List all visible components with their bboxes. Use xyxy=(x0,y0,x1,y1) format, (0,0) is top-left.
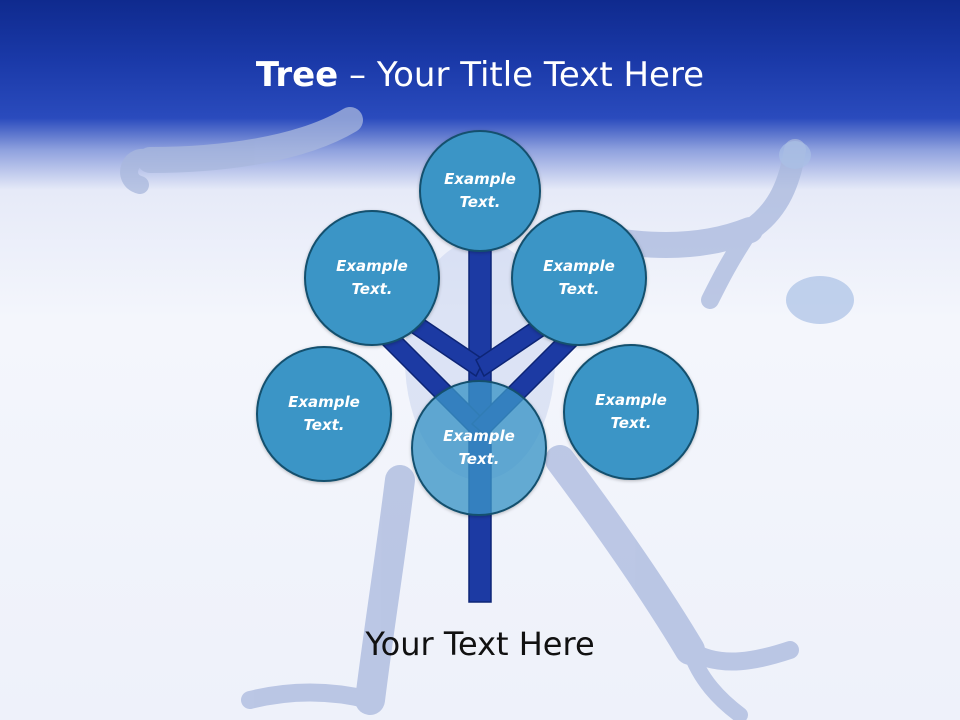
tree-node-label: Example Text. xyxy=(443,427,515,468)
tree-node-lower-right: Example Text. xyxy=(563,344,699,480)
title-rest-text: – Your Title Text Here xyxy=(338,55,705,95)
title-bold-text: Tree xyxy=(255,55,339,95)
tree-node-top: Example Text. xyxy=(419,130,541,252)
tree-node-label: Example Text. xyxy=(444,170,516,211)
tree-node-upper-right: Example Text. xyxy=(511,210,647,346)
tree-node-label: Example Text. xyxy=(595,391,667,432)
tree-node-lower-left: Example Text. xyxy=(256,346,392,482)
tree-node-label: Example Text. xyxy=(288,393,360,434)
tree-node-upper-left: Example Text. xyxy=(304,210,440,346)
tree-node-center: Example Text. xyxy=(411,380,547,516)
page-title: Tree – Your Title Text Here xyxy=(0,50,960,100)
footer-caption: Your Text Here xyxy=(365,625,595,663)
tree-node-label: Example Text. xyxy=(543,257,615,298)
tree-node-label: Example Text. xyxy=(336,257,408,298)
